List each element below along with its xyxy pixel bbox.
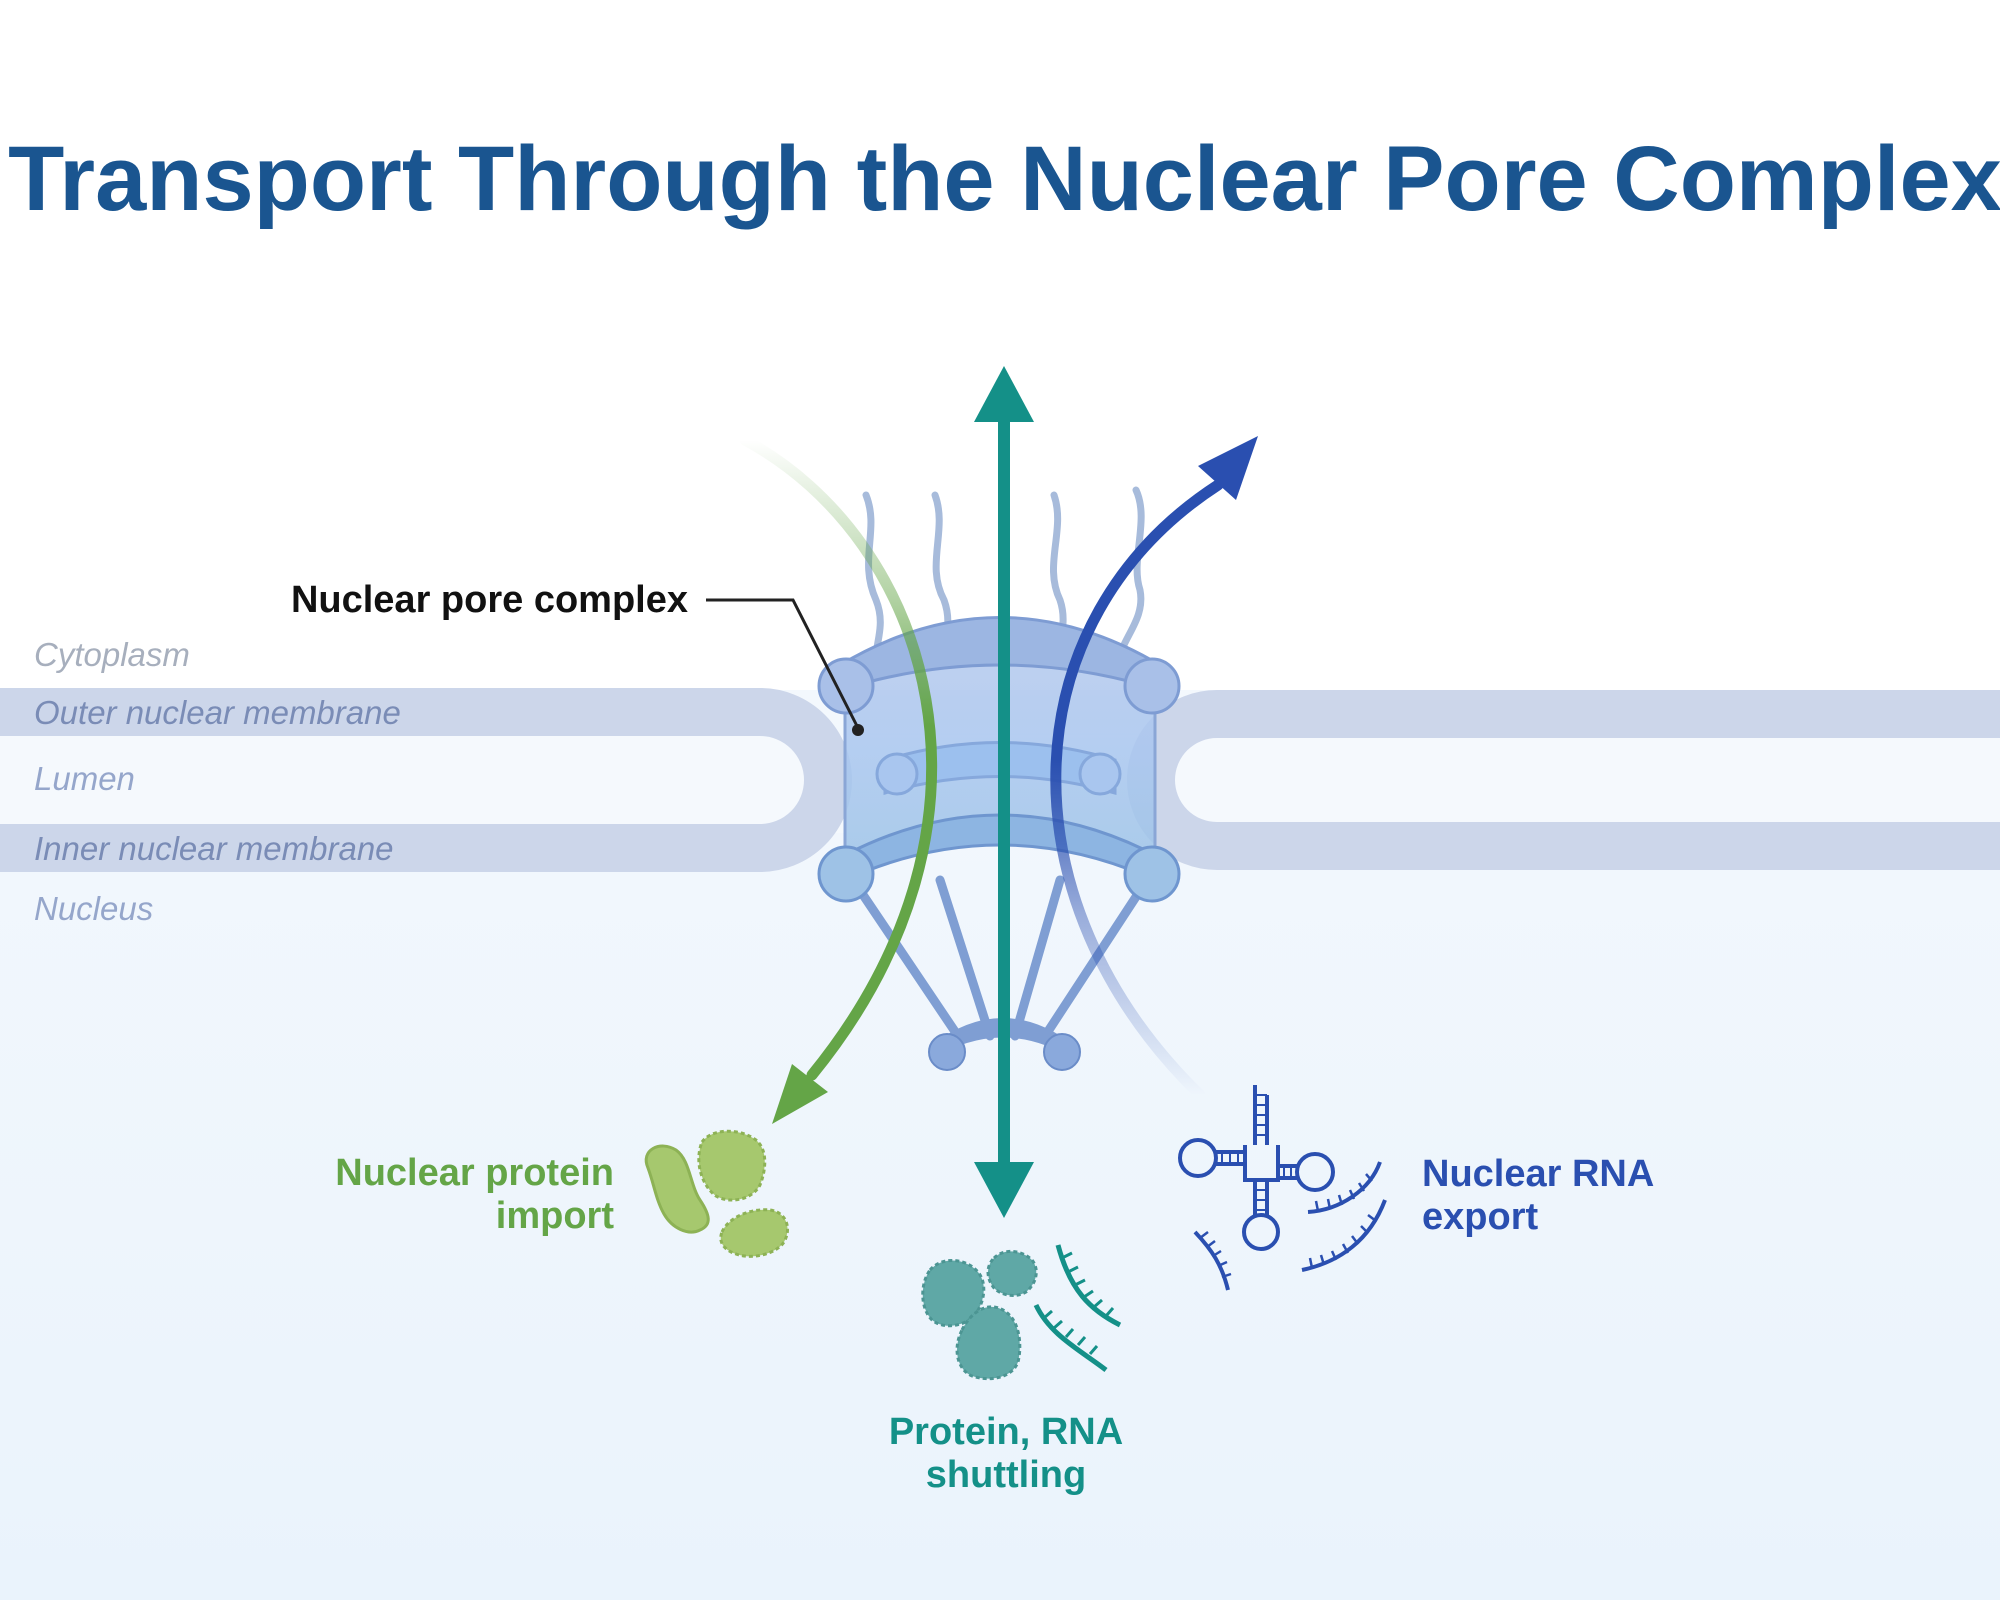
nucleus-label: Nucleus — [34, 890, 153, 927]
shuttling-arrow-head-down — [974, 1162, 1034, 1218]
npc-callout-label: Nuclear pore complex — [291, 579, 688, 621]
shuttling-arrow-head-up — [974, 366, 1034, 422]
import-arrow-head — [772, 1064, 828, 1124]
shuttling-label-line1: Protein, RNA — [889, 1411, 1123, 1453]
ring-node-top-right — [1123, 657, 1181, 715]
import-arrow — [739, 434, 938, 1124]
export-arrow-head — [1198, 436, 1258, 500]
basket-node-right — [1043, 1033, 1081, 1071]
ring-node-bottom-right — [1123, 845, 1181, 903]
basket-ring — [930, 1018, 1075, 1060]
ring-node-bottom-left — [817, 845, 875, 903]
import-label-line2: import — [496, 1195, 615, 1237]
npc-callout: Nuclear pore complex — [291, 579, 864, 736]
cytoplasm-label: Cytoplasm — [34, 636, 190, 673]
nuclear-envelope-left — [0, 688, 852, 872]
protein-rna-mix-icon — [921, 1244, 1122, 1381]
shuttling-arrow — [974, 366, 1034, 1218]
protein-blob-icon — [644, 1129, 789, 1258]
export-label-line1: Nuclear RNA — [1422, 1153, 1654, 1195]
callout-leader-line — [706, 598, 860, 729]
rna-strand-icon — [1178, 1085, 1387, 1291]
outer-membrane-label: Outer nuclear membrane — [34, 694, 401, 731]
ring-node-top-left — [817, 657, 875, 715]
ring-node-mid-left — [875, 752, 919, 796]
page-title: Transport Through the Nuclear Pore Compl… — [8, 128, 2000, 230]
shuttling-label-line2: shuttling — [926, 1454, 1086, 1496]
inner-membrane-label: Inner nuclear membrane — [34, 830, 394, 867]
export-label-line2: export — [1422, 1196, 1538, 1238]
export-arrow — [1050, 436, 1258, 1101]
ring-node-mid-right — [1078, 752, 1122, 796]
basket-node-left — [928, 1033, 966, 1071]
callout-dot — [852, 724, 864, 736]
import-label-line1: Nuclear protein — [335, 1152, 614, 1194]
lumen-label: Lumen — [34, 760, 135, 797]
